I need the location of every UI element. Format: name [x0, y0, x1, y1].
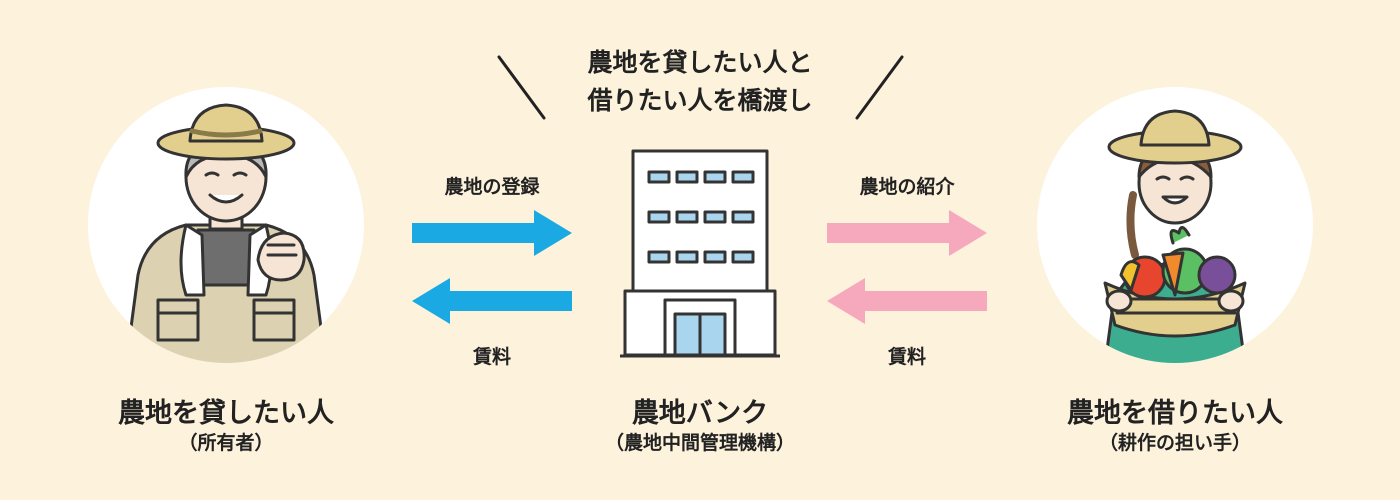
office-building-icon: [620, 149, 780, 358]
borrower-name: 農地を借りたい人: [1067, 398, 1283, 429]
headline: 農地を貸したい人と 借りたい人を橋渡し: [500, 44, 900, 120]
farmer-woman-icon: [1037, 87, 1313, 363]
bank-role: （農地中間管理機構）: [604, 432, 795, 454]
borrower-role: （耕作の担い手）: [1098, 432, 1251, 454]
arrow-left-icon: [827, 278, 987, 324]
flow-label-rent-left: 賃料: [472, 346, 511, 368]
flow-label-registration: 農地の登録: [444, 176, 540, 198]
flow-label-rent-right: 賃料: [887, 346, 926, 368]
lender-name: 農地を貸したい人: [118, 398, 334, 429]
lender-role: （所有者）: [178, 432, 274, 454]
headline-line-2: 借りたい人を橋渡し: [587, 86, 813, 115]
headline-line-1: 農地を貸したい人と: [587, 48, 813, 77]
arrow-left-icon: [412, 278, 572, 324]
bank-name: 農地バンク: [631, 398, 769, 429]
arrow-right-icon: [827, 210, 987, 256]
arrow-right-icon: [412, 210, 572, 256]
farmer-man-icon: [88, 87, 364, 363]
flow-label-introduction: 農地の紹介: [859, 176, 955, 198]
